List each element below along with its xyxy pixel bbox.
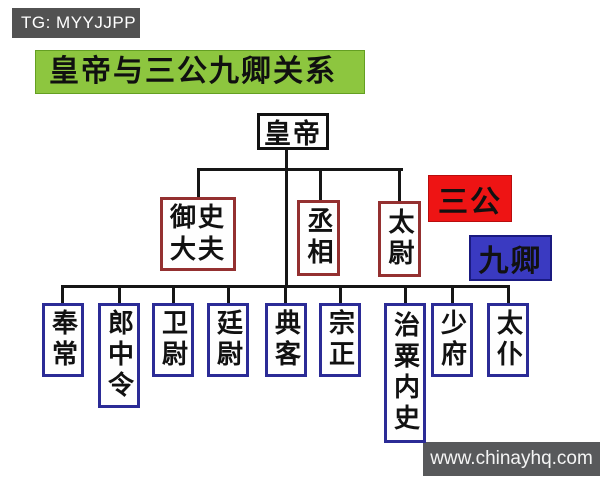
node-weiwei: 卫尉 — [152, 303, 194, 377]
connector-drop-taipu — [507, 285, 510, 303]
connector-drop-fengchang — [61, 285, 64, 303]
node-tingwei: 廷尉 — [207, 303, 249, 377]
node-taipu: 太仆 — [487, 303, 529, 377]
label-jiuqing: 九卿 — [469, 235, 552, 281]
node-zhisuneishi: 治粟内史 — [384, 303, 426, 443]
connector-drop-tingwei — [227, 285, 230, 303]
node-shaofu: 少府 — [431, 303, 473, 377]
node-chengxiang: 丞相 — [297, 200, 340, 276]
watermark-site-badge: www.chinayhq.com — [423, 442, 600, 476]
connector-drop-chengxiang — [319, 168, 322, 200]
connector-level2-horizontal — [197, 168, 403, 171]
watermark-tg-badge: TG: MYYJJPP — [12, 8, 140, 38]
connector-drop-zhisuneishi — [404, 285, 407, 303]
connector-drop-yushidafu — [197, 168, 200, 197]
node-taiwei: 太尉 — [378, 201, 421, 277]
connector-drop-zongzheng — [339, 285, 342, 303]
connector-drop-shaofu — [451, 285, 454, 303]
node-zongzheng: 宗正 — [319, 303, 361, 377]
node-fengchang: 奉常 — [42, 303, 84, 377]
label-sangong: 三公 — [428, 175, 512, 222]
connector-drop-weiwei — [172, 285, 175, 303]
node-emperor: 皇帝 — [257, 113, 329, 150]
connector-drop-dianke — [284, 285, 287, 303]
connector-root-vertical — [285, 150, 288, 288]
connector-drop-langzhongling — [118, 285, 121, 303]
node-dianke: 典客 — [265, 303, 307, 377]
diagram-title: 皇帝与三公九卿关系 — [35, 50, 365, 94]
node-yushidafu: 御史 大夫 — [160, 197, 236, 271]
node-langzhongling: 郎中令 — [98, 303, 140, 408]
connector-drop-taiwei — [398, 168, 401, 201]
